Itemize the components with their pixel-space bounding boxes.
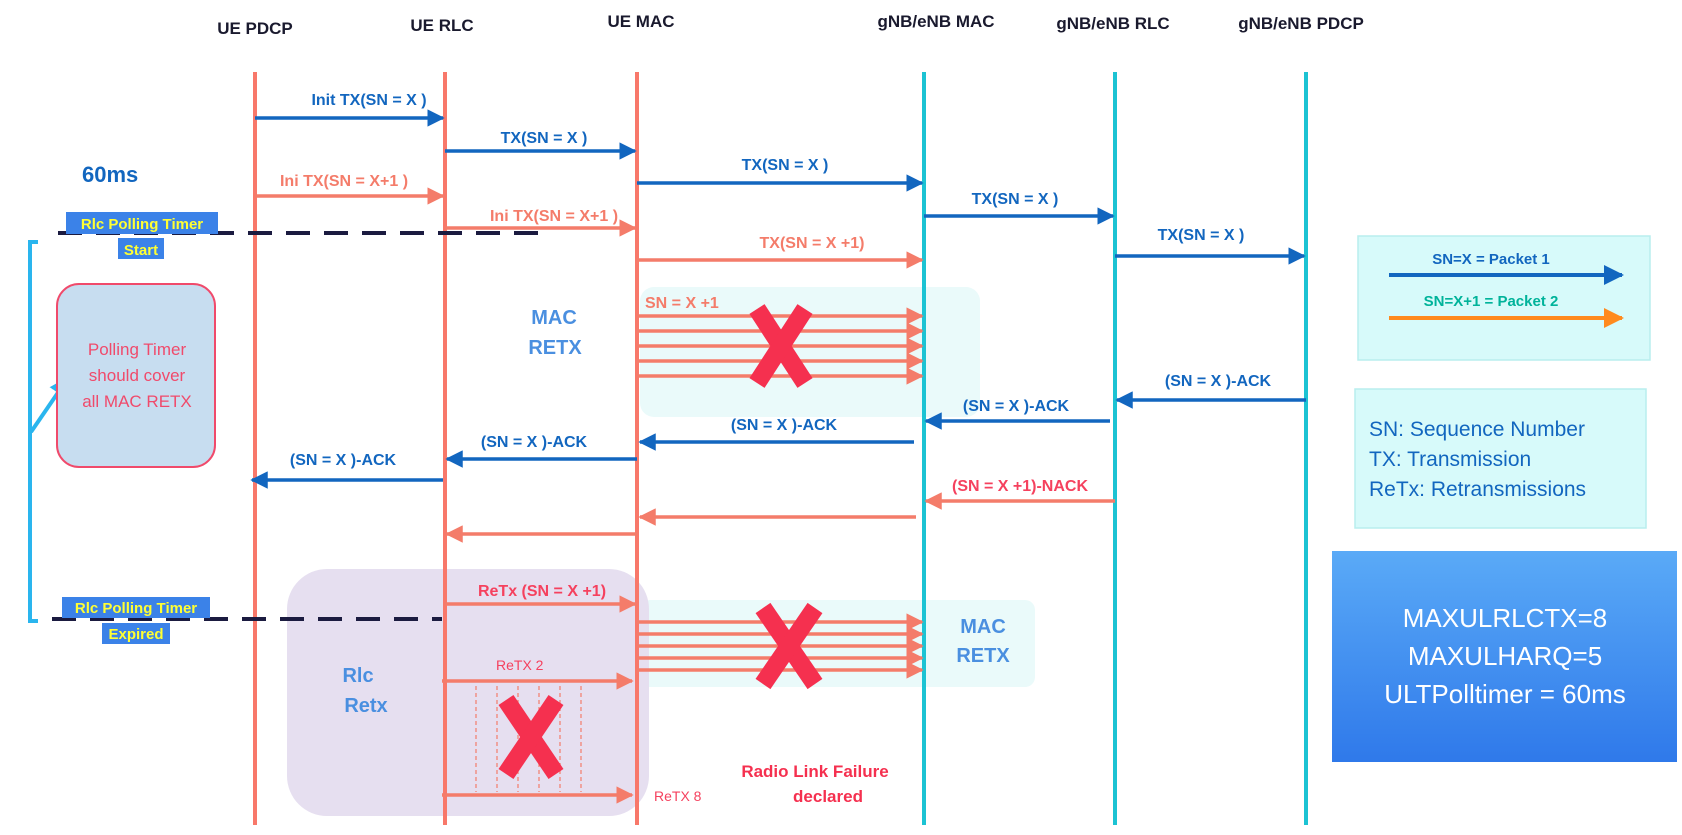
- note-text-3: all MAC RETX: [82, 392, 192, 411]
- tx-gnb-rlc-pdcp-label: TX(SN = X ): [1158, 227, 1245, 244]
- polling-start-highlight-2: [118, 238, 164, 259]
- failure-cross-icon: [749, 304, 813, 388]
- ini-tx-x1-label: Ini TX(SN = X+1 ): [280, 173, 408, 190]
- mac-retx-2-label-2: RETX: [956, 645, 1010, 667]
- ack-ue-mac-rlc-label: (SN = X )-ACK: [481, 434, 588, 451]
- definitions-box: [1354, 388, 1647, 529]
- def-tx: TX: Transmission: [1369, 448, 1531, 471]
- ini-tx-x1-rlc-label: Ini TX(SN = X+1 ): [490, 208, 618, 225]
- tx-mac-gnb-label: TX(SN = X ): [742, 157, 829, 174]
- note-box: [56, 283, 216, 468]
- retx8-label: ReTX 8: [654, 788, 702, 804]
- timer-label: 60ms: [82, 162, 138, 187]
- header-gnb-mac: gNB/eNB MAC: [877, 12, 994, 31]
- tx-x1-label: TX(SN = X +1): [760, 235, 865, 252]
- header-ue-rlc: UE RLC: [410, 16, 473, 35]
- ack-ue-rlc-pdcp-label: (SN = X )-ACK: [290, 452, 397, 469]
- init-tx-label: Init TX(SN = X ): [311, 92, 426, 109]
- param-harq: MAXULHARQ=5: [1408, 641, 1602, 671]
- failure-cross-icon-2: [755, 602, 823, 690]
- polling-start-label-2: Start: [124, 242, 158, 259]
- mac-retx-1-label: MAC: [531, 307, 577, 329]
- rlc-retx-label: Rlc: [342, 665, 373, 687]
- params-box: [1332, 551, 1677, 762]
- polling-expired-highlight-2: [102, 623, 170, 644]
- def-sn: SN: Sequence Number: [1369, 418, 1585, 441]
- polling-expired-label-2: Expired: [108, 626, 163, 643]
- header-ue-mac: UE MAC: [607, 12, 674, 31]
- retx2-label: ReTX 2: [496, 657, 544, 673]
- polling-start-label: Rlc Polling Timer: [81, 216, 203, 233]
- ack-mac-ue-label: (SN = X )-ACK: [731, 417, 838, 434]
- rlc-retx-label-2: Retx: [344, 695, 387, 717]
- sn-x1-label: SN = X +1: [645, 295, 719, 312]
- header-gnb-rlc: gNB/eNB RLC: [1056, 14, 1169, 33]
- note-text-1: Polling Timer: [88, 340, 187, 359]
- tx-gnb-mac-rlc-label: TX(SN = X ): [972, 191, 1059, 208]
- ack-pdcp-rlc-label: (SN = X )-ACK: [1165, 373, 1272, 390]
- rlf-label: Radio Link Failure: [741, 762, 888, 781]
- note-text-2: should cover: [89, 366, 186, 385]
- rlf-label-2: declared: [793, 787, 863, 806]
- mac-retx-2-label: MAC: [960, 616, 1006, 638]
- polling-expired-label: Rlc Polling Timer: [75, 600, 197, 617]
- tx-rlc-mac-label: TX(SN = X ): [501, 130, 588, 147]
- header-ue-pdcp: UE PDCP: [217, 19, 293, 38]
- mac-retx-1-label-2: RETX: [528, 337, 582, 359]
- rlc-retx-panel: [287, 569, 649, 816]
- nack-label: (SN = X +1)-NACK: [952, 478, 1088, 495]
- polling-start-highlight-1: [66, 212, 218, 234]
- mac-retx-panel-1: [640, 287, 980, 417]
- header-gnb-pdcp: gNB/eNB PDCP: [1238, 14, 1364, 33]
- ack-rlc-mac-label: (SN = X )-ACK: [963, 398, 1070, 415]
- param-polltimer: ULTPolltimer = 60ms: [1384, 679, 1626, 709]
- legend-packet2-label: SN=X+1 = Packet 2: [1424, 293, 1559, 310]
- def-retx: ReTx: Retransmissions: [1369, 478, 1586, 501]
- timer-bracket: [28, 240, 38, 623]
- polling-expired-highlight-1: [62, 597, 210, 618]
- retx-x1-label: ReTx (SN = X +1): [478, 583, 606, 600]
- param-rlctx: MAXULRLCTX=8: [1403, 603, 1607, 633]
- legend-packet1-label: SN=X = Packet 1: [1432, 251, 1550, 268]
- failure-cross-icon-3: [498, 694, 564, 780]
- mac-retx-panel-2: [640, 600, 1035, 687]
- legend-box: [1357, 235, 1651, 361]
